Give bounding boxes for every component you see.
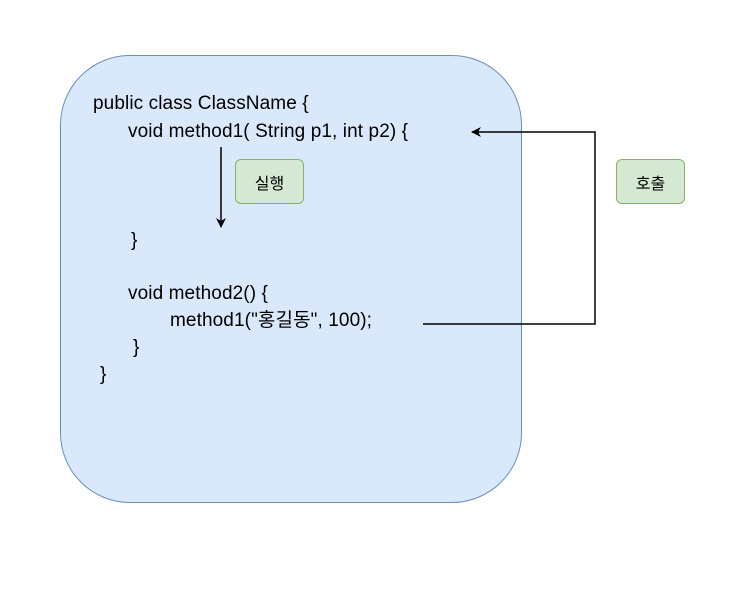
execute-label-text: 실행 bbox=[254, 175, 285, 193]
method1-call-statement: method1("홍길동", 100); bbox=[170, 310, 373, 331]
call-label-text: 호출 bbox=[635, 175, 666, 193]
method2-closing-brace: } bbox=[133, 337, 140, 358]
execute-label: 실행 bbox=[235, 159, 304, 204]
method1-closing-brace: } bbox=[131, 230, 138, 251]
call-arrow bbox=[423, 127, 596, 325]
class-declaration: public class ClassName { bbox=[93, 93, 309, 114]
method1-signature: void method1( String p1, int p2) { bbox=[128, 121, 409, 142]
call-label: 호출 bbox=[616, 159, 685, 204]
class-closing-brace: } bbox=[100, 364, 107, 385]
class-container bbox=[60, 55, 522, 503]
method2-signature: void method2() { bbox=[128, 283, 268, 304]
